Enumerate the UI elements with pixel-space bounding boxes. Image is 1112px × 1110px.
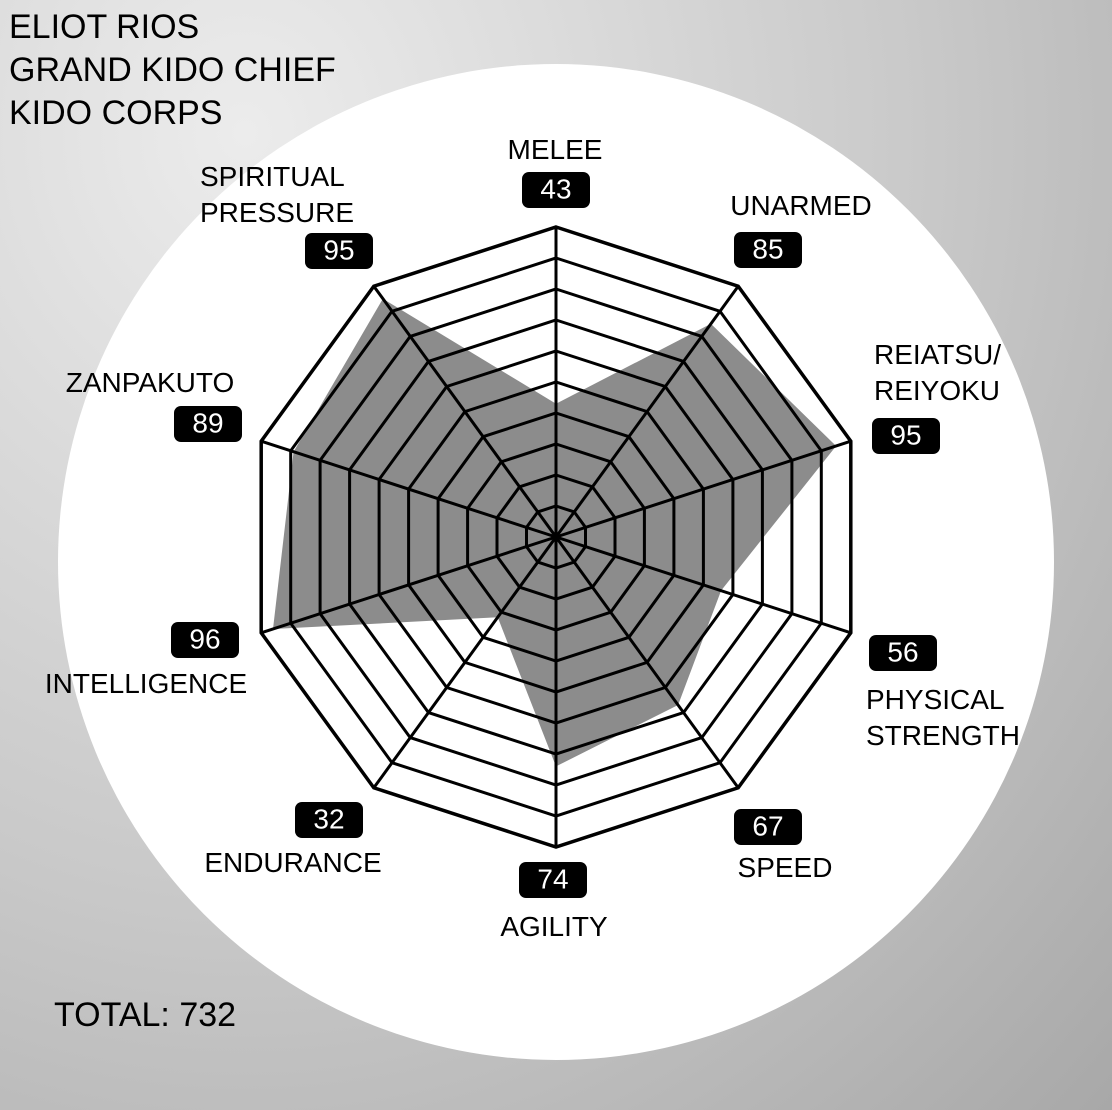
value-badge-agility	[519, 862, 587, 898]
value-label-zanpakuto: 89	[192, 407, 223, 438]
axis-label-endurance: ENDURANCE	[204, 847, 381, 878]
axis-label-unarmed: UNARMED	[730, 190, 872, 221]
value-badge-endurance	[295, 802, 363, 838]
axis-spoke	[554, 536, 740, 789]
grid-layer	[259, 225, 853, 849]
character-name: ELIOT RIOS	[9, 8, 200, 46]
value-label-speed: 67	[752, 810, 783, 841]
character-header: ELIOT RIOS GRAND KIDO CHIEF KIDO CORPS	[9, 6, 336, 135]
axis-label-speed: SPEED	[738, 852, 833, 883]
axis-spoke	[555, 535, 852, 635]
value-badge-physical-strength	[869, 635, 937, 671]
value-label-agility: 74	[537, 863, 568, 894]
axis-label-intelligence: INTELLIGENCE	[45, 668, 247, 699]
value-badge-unarmed	[734, 232, 802, 268]
axis-label-melee: MELEE	[508, 134, 603, 165]
value-badge-speed	[734, 809, 802, 845]
value-badge-spiritual-pressure	[305, 233, 373, 269]
axis-label-zanpakuto: ZANPAKUTO	[66, 367, 235, 398]
value-label-endurance: 32	[313, 803, 344, 834]
value-label-spiritual-pressure: 95	[323, 234, 354, 265]
value-badge-intelligence	[171, 622, 239, 658]
total-score: TOTAL: 732	[54, 996, 237, 1034]
axis-spoke	[555, 439, 852, 539]
value-badge-zanpakuto	[174, 406, 242, 442]
axis-spoke	[372, 536, 558, 789]
character-rank: GRAND KIDO CHIEF	[9, 51, 336, 89]
axis-spoke	[260, 535, 557, 635]
character-division: KIDO CORPS	[9, 94, 223, 132]
value-badge-reiatsu-reiyoku	[872, 418, 940, 454]
axis-spoke	[372, 285, 558, 538]
value-badge-melee	[522, 172, 590, 208]
value-label-physical-strength: 56	[887, 636, 918, 667]
value-label-melee: 43	[540, 173, 571, 204]
axis-spoke	[260, 439, 557, 539]
axis-label-reiatsu-reiyoku: REIATSU/REIYOKU	[874, 339, 1001, 406]
axis-spoke	[554, 285, 740, 538]
value-label-unarmed: 85	[752, 233, 783, 264]
value-label-reiatsu-reiyoku: 95	[890, 419, 921, 450]
value-label-intelligence: 96	[189, 623, 220, 654]
axis-label-agility: AGILITY	[500, 911, 608, 942]
